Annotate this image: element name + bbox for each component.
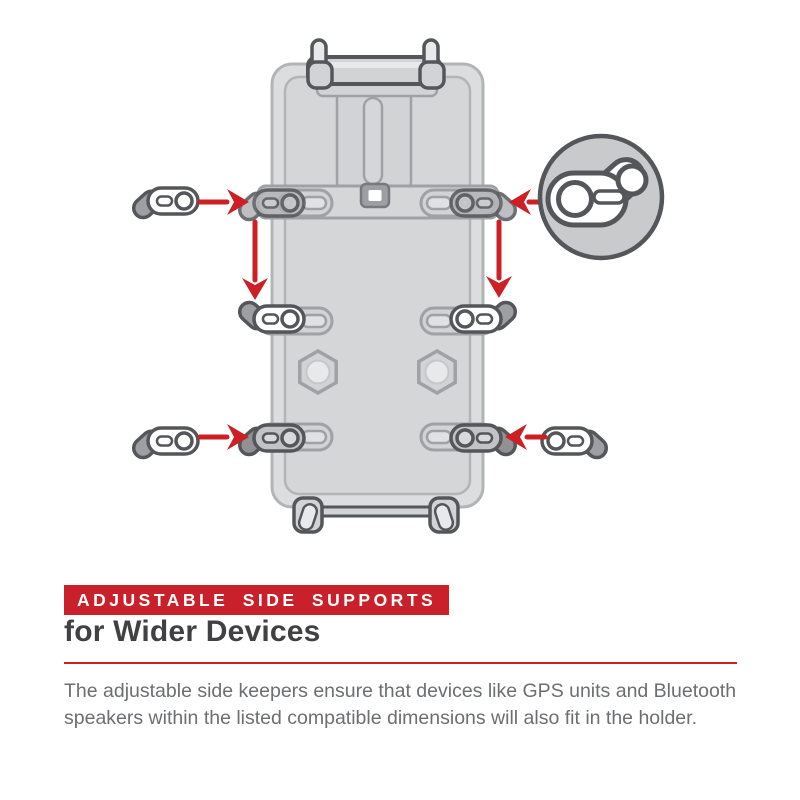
arrow-left-icon-bottom-right: [505, 424, 548, 450]
section-banner: ADJUSTABLE SIDE SUPPORTS: [64, 585, 450, 615]
arrow-down-icon-left: [242, 219, 268, 300]
page-title: for Wider Devices: [64, 615, 321, 648]
side-keeper-icon-detached-bottom-left: [128, 425, 200, 464]
bottom-clamp: [292, 496, 460, 534]
hex-nut-left-icon: [298, 348, 338, 396]
top-clamp: [306, 38, 446, 90]
description-line-1: The adjustable side keepers ensure that …: [64, 680, 737, 702]
side-keeper-icon-detached-top-left: [128, 185, 200, 224]
product-illustration: [128, 38, 665, 534]
spring-slot: [362, 96, 384, 186]
arrow-right-icon-top-left: [197, 189, 249, 215]
description-text: The adjustable side keepers ensure that …: [64, 678, 764, 731]
center-catch: [359, 182, 391, 209]
holder-diagram-svg: [128, 38, 665, 534]
bottom-foot-left-icon: [292, 496, 324, 534]
arrow-down-icon-right: [486, 219, 512, 298]
detail-callout-icon: [537, 133, 665, 261]
clamp-finger-right-icon: [418, 38, 446, 90]
side-keeper-icon-detached-bottom-right: [540, 425, 612, 464]
arrow-right-icon-bottom-left: [197, 424, 249, 450]
bottom-foot-right-icon: [428, 496, 460, 534]
side-keeper-detail-icon: [545, 157, 649, 228]
red-divider: [64, 662, 737, 664]
holder-plate: [270, 62, 485, 509]
adjustment-arrows: [197, 189, 548, 450]
hex-nut-right-icon: [417, 348, 457, 396]
description-line-2: speakers within the listed compatible di…: [64, 706, 697, 729]
clamp-finger-left-icon: [306, 38, 334, 90]
